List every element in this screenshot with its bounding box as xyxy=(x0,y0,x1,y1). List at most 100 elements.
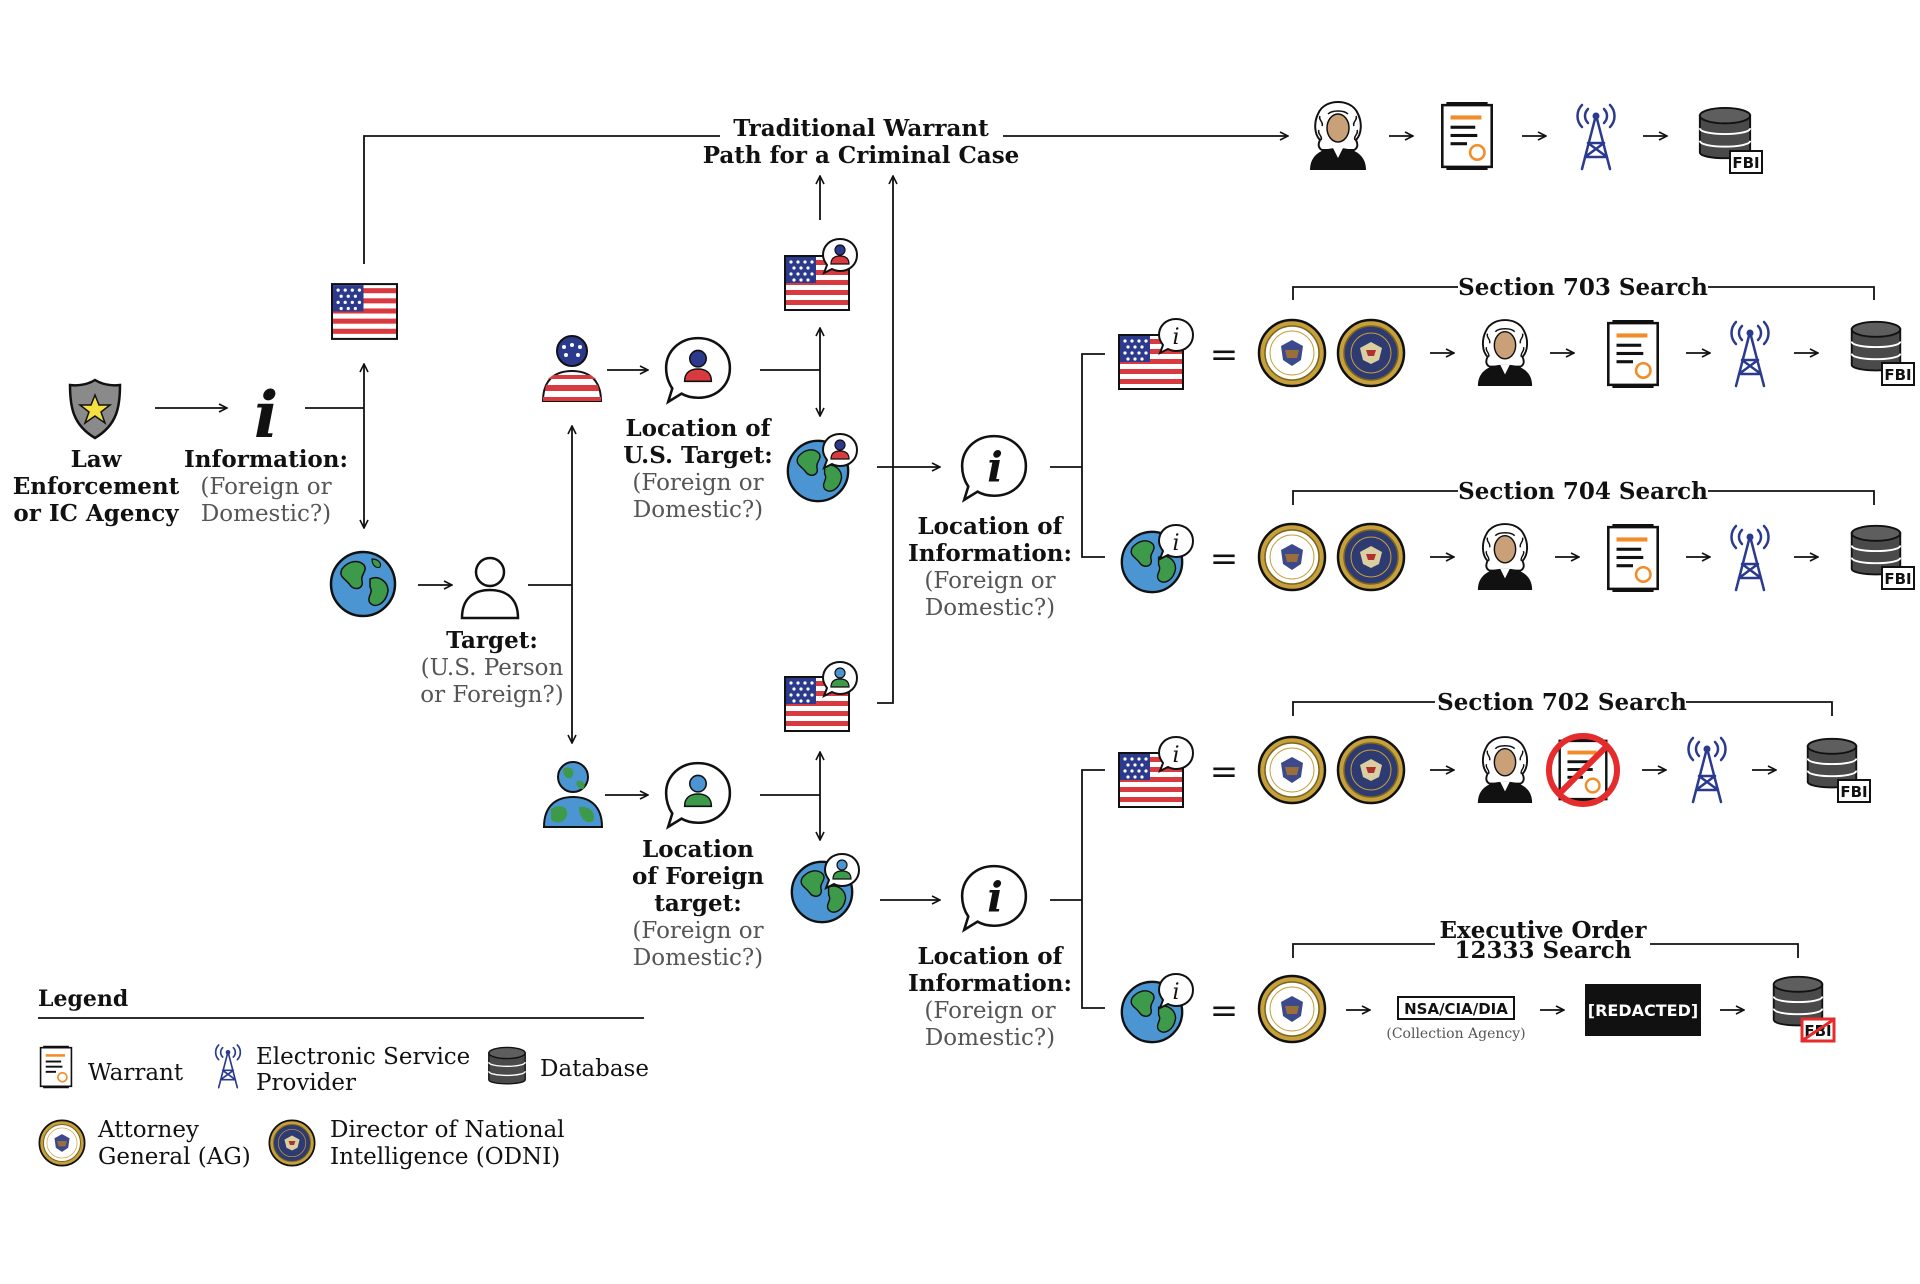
no-warrant-icon xyxy=(1546,733,1620,807)
svg-text:Intelligence (ODNI): Intelligence (ODNI) xyxy=(330,1144,560,1170)
us-person-badge-icon xyxy=(822,433,858,469)
redacted-box: [REDACTED] xyxy=(1585,984,1701,1036)
judge-icon xyxy=(1476,523,1534,591)
warrant-icon xyxy=(39,1045,73,1089)
foreign-person-icon xyxy=(543,761,603,828)
collection-agency-box: NSA/CIA/DIA (Collection Agency) xyxy=(1386,996,1526,1042)
svg-text:Path for a Criminal Case: Path for a Criminal Case xyxy=(703,142,1020,169)
fbi-label-icon: FBI xyxy=(1837,779,1871,803)
svg-text:of Foreign: of Foreign xyxy=(632,863,764,890)
svg-text:(Foreign or: (Foreign or xyxy=(924,998,1055,1024)
svg-text:(U.S. Person: (U.S. Person xyxy=(421,655,564,681)
attorney-general-seal-icon xyxy=(38,1119,86,1167)
globe-icon xyxy=(329,550,397,618)
location-foreign-target-label: Location xyxy=(642,836,754,863)
svg-text:FBI: FBI xyxy=(1884,570,1911,588)
svg-text:FBI: FBI xyxy=(1732,154,1759,172)
us-person-badge-icon xyxy=(822,238,858,274)
svg-text:(Collection Agency): (Collection Agency) xyxy=(1386,1026,1525,1042)
information-badge-icon xyxy=(1158,973,1194,1009)
svg-text:Domestic?): Domestic?) xyxy=(633,497,763,523)
odni-seal-icon xyxy=(1336,735,1406,805)
legend-warrant-label: Warrant xyxy=(88,1060,184,1086)
svg-text:or Foreign?): or Foreign?) xyxy=(420,682,564,708)
legend-title: Legend xyxy=(38,986,128,1012)
section-702-title: Section 702 Search xyxy=(1437,689,1687,716)
equals-sign: = xyxy=(1210,539,1239,579)
svg-text:or IC Agency: or IC Agency xyxy=(13,500,179,527)
odni-seal-icon xyxy=(1336,318,1406,388)
fbi-label-icon: FBI xyxy=(1800,1017,1836,1043)
information-badge-icon xyxy=(1158,736,1194,772)
warrant-icon xyxy=(1440,101,1494,171)
speech-bubble-icon xyxy=(664,336,732,404)
eo-12333-title: Executive Order xyxy=(1440,917,1648,944)
svg-text:Domestic?): Domestic?) xyxy=(633,945,763,971)
svg-text:[REDACTED]: [REDACTED] xyxy=(1588,1001,1698,1020)
svg-text:U.S. Target:: U.S. Target: xyxy=(623,442,773,469)
equals-sign: = xyxy=(1210,752,1239,792)
information-badge-icon xyxy=(1158,318,1194,354)
svg-text:NSA/CIA/DIA: NSA/CIA/DIA xyxy=(1404,1000,1508,1018)
svg-text:Domestic?): Domestic?) xyxy=(925,595,1055,621)
target-label: Target: xyxy=(446,627,538,654)
cell-tower-icon xyxy=(1687,736,1727,804)
svg-text:12333 Search: 12333 Search xyxy=(1454,937,1631,964)
cell-tower-icon xyxy=(1730,524,1770,592)
attorney-general-seal-icon xyxy=(1257,522,1327,592)
traditional-warrant-label: Traditional Warrant xyxy=(733,115,989,142)
svg-text:target:: target: xyxy=(654,890,741,917)
foreign-person-badge-icon xyxy=(822,661,858,697)
fbi-label-icon: FBI xyxy=(1729,150,1763,174)
legend-ag-label: Attorney xyxy=(97,1117,199,1143)
legend-odni-label: Director of National xyxy=(330,1117,565,1143)
judge-icon xyxy=(1309,101,1367,171)
svg-text:FBI: FBI xyxy=(1840,783,1867,801)
location-information-label: Location of xyxy=(917,513,1064,540)
location-us-target-label: Location of xyxy=(625,415,772,442)
speech-bubble-icon xyxy=(664,761,732,829)
person-icon xyxy=(460,556,520,620)
attorney-general-seal-icon xyxy=(1257,735,1327,805)
judge-icon xyxy=(1476,736,1534,804)
foreign-person-badge-icon xyxy=(824,853,860,889)
legend-esp-label: Electronic Service xyxy=(256,1044,470,1070)
odni-seal-icon xyxy=(268,1119,316,1167)
us-flag-icon xyxy=(331,283,398,340)
equals-sign: = xyxy=(1210,991,1239,1031)
svg-text:General (AG): General (AG) xyxy=(98,1144,251,1170)
location-information-label: Location of xyxy=(917,943,1064,970)
svg-text:Domestic?): Domestic?) xyxy=(925,1025,1055,1051)
cell-tower-icon xyxy=(214,1044,242,1089)
police-badge-icon xyxy=(68,378,122,440)
connector-lines xyxy=(38,136,1875,1019)
cell-tower-icon xyxy=(1576,103,1616,171)
section-703-title: Section 703 Search xyxy=(1458,274,1708,301)
svg-text:Provider: Provider xyxy=(256,1070,356,1096)
equals-sign: = xyxy=(1210,335,1239,375)
svg-text:(Foreign or: (Foreign or xyxy=(924,568,1055,594)
svg-text:(Foreign or: (Foreign or xyxy=(632,470,763,496)
information-label: Information: xyxy=(184,446,348,473)
attorney-general-seal-icon xyxy=(1257,318,1327,388)
fbi-label-icon: FBI xyxy=(1881,566,1915,590)
legend-database-label: Database xyxy=(540,1056,649,1082)
svg-text:Information:: Information: xyxy=(908,970,1072,997)
cell-tower-icon xyxy=(1730,320,1770,388)
law-enforcement-label: Law xyxy=(71,446,123,473)
attorney-general-seal-icon xyxy=(1257,974,1327,1044)
warrant-icon xyxy=(1606,319,1660,389)
judge-icon xyxy=(1476,319,1534,387)
svg-text:Information:: Information: xyxy=(908,540,1072,567)
section-704-title: Section 704 Search xyxy=(1458,478,1708,505)
us-person-icon xyxy=(542,335,602,402)
svg-text:(Foreign or: (Foreign or xyxy=(200,474,331,500)
svg-text:(Foreign or: (Foreign or xyxy=(632,918,763,944)
odni-seal-icon xyxy=(1336,522,1406,592)
svg-text:Domestic?): Domestic?) xyxy=(201,501,331,527)
database-icon xyxy=(488,1046,526,1085)
svg-text:FBI: FBI xyxy=(1884,366,1911,384)
warrant-icon xyxy=(1606,523,1660,593)
information-bubble-icon xyxy=(960,434,1028,502)
